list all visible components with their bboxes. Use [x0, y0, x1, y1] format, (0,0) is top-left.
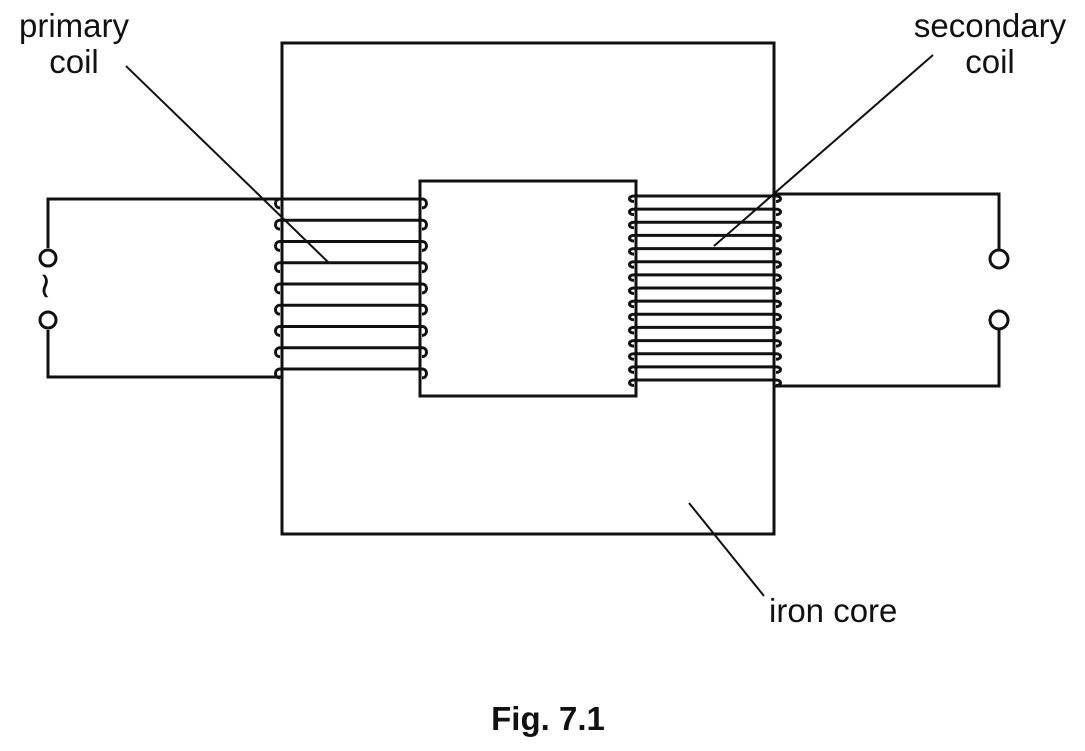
primary-bottom-wire — [46, 330, 283, 379]
secondary-coil-turn-loop-left — [628, 339, 635, 348]
primary-coil-turn-loop-right — [421, 282, 428, 295]
secondary-coil-turn-loop-left — [628, 299, 635, 309]
secondary-coil-turn-loop-right — [775, 378, 782, 388]
secondary-coil-turn-loop-left — [628, 233, 635, 243]
secondary-coil-turn-loop-left — [628, 194, 635, 204]
primary-coil-turn-loop-right — [421, 346, 428, 359]
secondary-coil-label: secondary coil — [902, 8, 1078, 80]
primary-coil-leader — [125, 65, 329, 263]
secondary-terminal-bottom — [988, 309, 1010, 331]
secondary-coil-turn-loop-right — [775, 325, 782, 335]
secondary-coil-turn-loop-right — [775, 352, 782, 361]
primary-coil-turn-loop-left — [274, 240, 281, 252]
secondary-coil-turn-loop-left — [628, 286, 635, 296]
secondary-coil-turn-loop-left — [628, 312, 635, 322]
secondary-coil-turn-loop-left — [628, 365, 635, 374]
primary-coil-turn-loop-left — [274, 282, 281, 295]
secondary-coil-turn-loop-left — [628, 260, 635, 269]
secondary-top-wire — [774, 192, 1001, 250]
primary-coil-turn-loop-left — [274, 367, 281, 380]
secondary-coil-turn-loop-left — [628, 325, 635, 335]
ac-supply-icon: ~ — [25, 270, 67, 302]
primary-coil-turn-loop-left — [274, 325, 281, 337]
secondary-coil — [628, 194, 782, 388]
secondary-coil-turn-loop-right — [775, 220, 782, 230]
primary-coil-turn-loop-left — [274, 303, 281, 316]
secondary-coil-leader — [713, 54, 934, 247]
figure-caption: Fig. 7.1 — [491, 700, 605, 737]
primary-coil-turn-loop-right — [421, 218, 428, 231]
secondary-coil-turn-loop-right — [775, 194, 782, 204]
primary-coil-label-line2: coil — [49, 43, 99, 80]
secondary-bottom-wire — [774, 328, 1001, 388]
primary-coil-turn-loop-left — [274, 261, 281, 274]
primary-coil-turn-loop-right — [421, 303, 428, 316]
secondary-coil-turn-loop-left — [628, 247, 635, 256]
secondary-coil-label-line2: coil — [965, 43, 1015, 80]
primary-coil-turn-loop-left — [274, 218, 281, 231]
secondary-coil-turn-loop-left — [628, 273, 635, 282]
iron-core-leader — [688, 502, 765, 597]
secondary-coil-turn-loop-right — [775, 233, 782, 243]
secondary-coil-turn-loop-left — [628, 378, 635, 388]
primary-coil-label: primary coil — [8, 8, 140, 80]
secondary-terminal-top — [988, 248, 1010, 270]
secondary-coil-turn-loop-right — [775, 247, 782, 256]
primary-coil-turn-loop-right — [421, 367, 428, 380]
secondary-coil-turn-loop-right — [775, 207, 782, 217]
secondary-coil-turn-loop-left — [628, 207, 635, 217]
primary-coil-turn-loop-right — [421, 325, 428, 337]
primary-coil-turn-loop-left — [274, 346, 281, 359]
secondary-coil-turn-loop-right — [775, 339, 782, 348]
secondary-coil-turn-loop-right — [775, 273, 782, 282]
primary-terminal-bottom — [38, 310, 58, 330]
secondary-coil-turn-loop-right — [775, 365, 782, 374]
primary-coil — [274, 197, 428, 380]
secondary-coil-label-line1: secondary — [913, 7, 1067, 44]
iron-core-window — [418, 179, 638, 398]
secondary-coil-turn-loop-right — [775, 312, 782, 322]
secondary-coil-turn-loop-right — [775, 286, 782, 296]
primary-terminal-top — [38, 248, 58, 268]
primary-coil-label-line1: primary — [18, 7, 129, 44]
secondary-coil-turn-loop-left — [628, 220, 635, 230]
primary-coil-turn-loop-left — [274, 197, 281, 210]
secondary-coil-turn-loop-left — [628, 352, 635, 361]
iron-core-label: iron core — [769, 592, 898, 629]
secondary-coil-turn-loop-right — [775, 260, 782, 269]
primary-coil-turn-loop-right — [421, 261, 428, 274]
primary-coil-turn-loop-right — [421, 197, 428, 210]
primary-coil-turn-loop-right — [421, 240, 428, 252]
primary-top-wire — [46, 197, 283, 248]
secondary-coil-turn-loop-right — [775, 299, 782, 309]
